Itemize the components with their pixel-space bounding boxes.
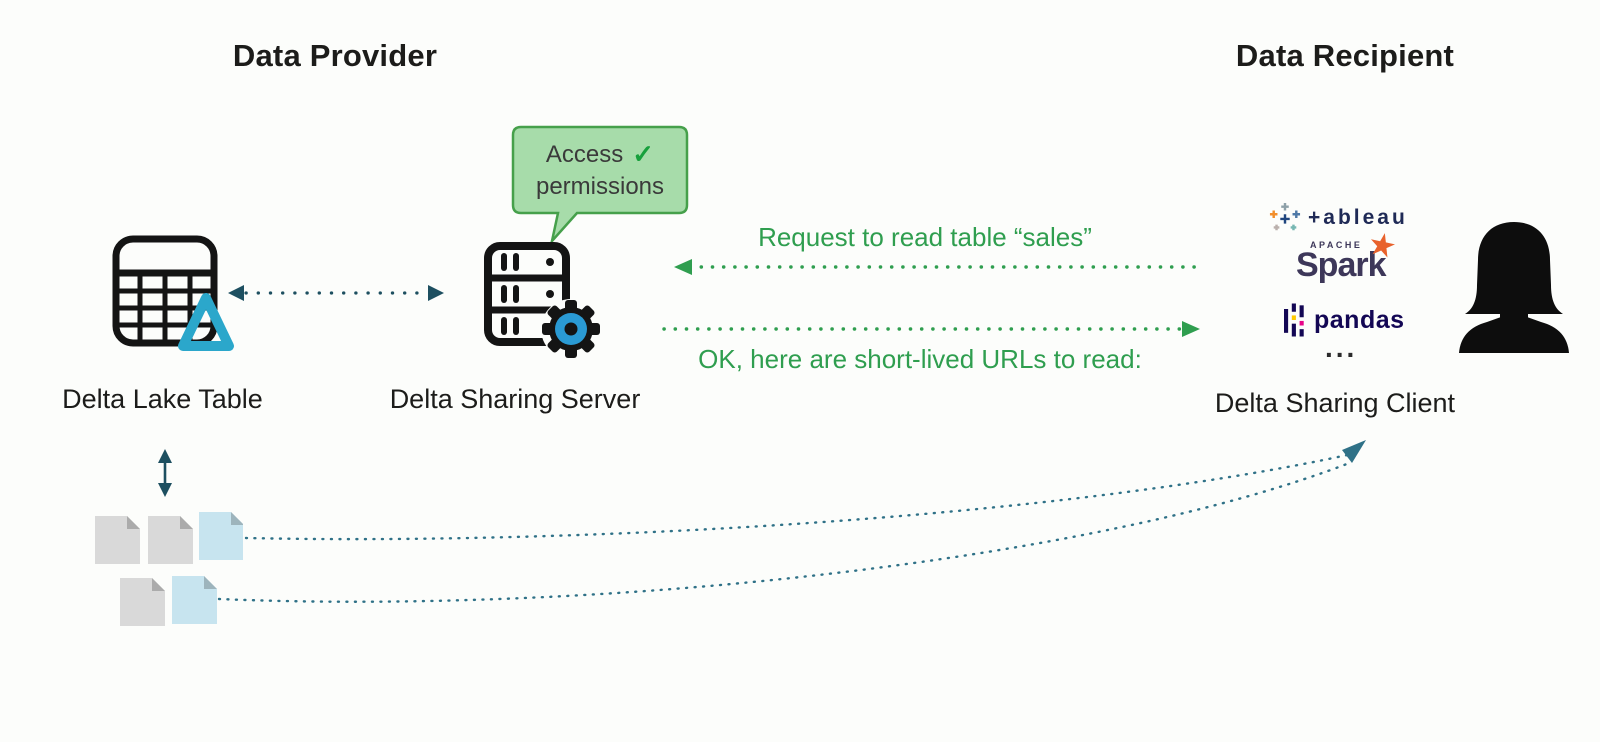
server-label: Delta Sharing Server [389,384,641,414]
spark-star-icon: ★ [1364,224,1401,266]
access-permissions-bubble [511,125,689,246]
checkmark-icon: ✓ [632,138,655,169]
table-server-arrow [228,285,444,301]
server-rack-icon [484,242,601,359]
delta-lake-logo [178,293,234,351]
response-arrow [662,321,1200,337]
more-tools-ellipsis: ... [1325,332,1358,363]
bubble-line2: permissions [535,173,665,201]
recipient-heading: Data Recipient [1235,38,1455,73]
spark-wordmark: Spark [1296,246,1386,284]
response-message: OK, here are short-lived URLs to read: [698,344,1142,374]
request-arrow [674,259,1198,275]
request-message: Request to read table “sales” [758,222,1092,252]
pandas-logo: pandas [1284,303,1405,337]
file-gray-3 [120,578,165,626]
pandas-logo-icon [1284,303,1304,337]
table-files-arrow [158,449,172,497]
bubble-line1: Access [545,140,624,168]
gear-icon [541,299,601,359]
file-blue-2 [172,576,217,624]
provider-heading: Data Provider [232,38,438,73]
file-read-arrowhead [1342,440,1366,463]
file-gray-2 [148,516,193,564]
spark-apache-text: APACHE [1310,240,1363,250]
tableau-wordmark: +ableau [1308,206,1408,229]
file-read-curves [217,440,1366,603]
server-slots [501,253,519,335]
spark-logo: APACHE Spark ★ [1296,224,1406,290]
file-blue-1 [199,512,243,560]
tableau-logo-icon [1269,202,1301,231]
parquet-file-icons [95,512,243,626]
tableau-logo: +ableau [1268,202,1408,234]
access-permissions-text: Access ✓ permissions [513,127,687,213]
table-label: Delta Lake Table [62,384,263,414]
client-label: Delta Sharing Client [1214,388,1456,418]
user-silhouette-icon [1459,222,1569,353]
pandas-wordmark: pandas [1314,305,1405,334]
delta-lake-table-icon [112,235,218,347]
file-gray-1 [95,516,140,564]
